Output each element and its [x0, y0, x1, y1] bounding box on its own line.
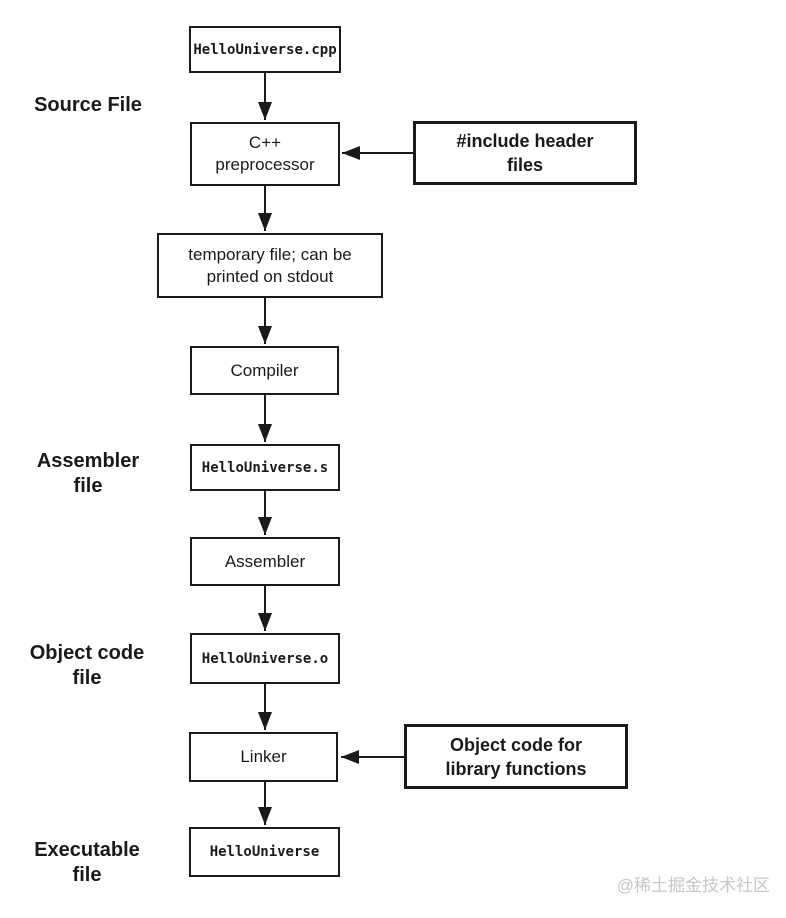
node-linker-label: Linker	[240, 747, 287, 766]
node-object-file-label: HelloUniverse.o	[201, 650, 329, 667]
node-assembler: Assembler	[190, 537, 340, 586]
node-temp-file: temporary file; can be printed on stdout	[157, 233, 383, 298]
stage-label-executable-file: Executable file	[14, 838, 160, 888]
annotation-library-objects: Object code for library functions	[404, 724, 628, 789]
node-compiler: Compiler	[190, 346, 339, 395]
stage-label-object-code-file-line2: file	[72, 667, 102, 689]
annotation-include-headers: #include header files	[413, 121, 637, 185]
stage-label-executable-file-line2: file	[72, 864, 102, 886]
stage-label-source-file: Source File	[16, 93, 160, 118]
stage-label-assembler-file: Assembler file	[16, 449, 160, 499]
node-assembly-file-label: HelloUniverse.s	[201, 459, 329, 476]
node-source-file: HelloUniverse.cpp	[189, 26, 341, 73]
stage-label-assembler-file-line2: file	[73, 475, 103, 497]
node-source-file-label: HelloUniverse.cpp	[193, 41, 337, 58]
stage-label-assembler-file-line1: Assembler	[36, 450, 140, 472]
node-executable-label: HelloUniverse	[209, 844, 320, 860]
annotation-include-headers-line2: files	[506, 155, 544, 175]
node-object-file: HelloUniverse.o	[190, 633, 340, 684]
annotation-library-objects-line1: Object code for	[449, 734, 583, 755]
node-assembler-label: Assembler	[224, 551, 306, 571]
node-temp-file-line2: printed on stdout	[206, 266, 334, 286]
node-executable: HelloUniverse	[189, 827, 340, 877]
node-linker: Linker	[189, 732, 338, 782]
annotation-library-objects-line2: library functions	[445, 758, 587, 779]
stage-label-source-file-line1: Source File	[34, 94, 142, 116]
node-preprocessor-line2: preprocessor	[215, 155, 315, 174]
node-preprocessor: C++ preprocessor	[190, 122, 340, 186]
node-assembly-file: HelloUniverse.s	[190, 444, 340, 491]
stage-label-object-code-file-line1: Object code	[29, 642, 145, 664]
annotation-include-headers-line1: #include header	[456, 131, 594, 151]
stage-label-executable-file-line1: Executable	[34, 839, 140, 861]
stage-label-object-code-file: Object code file	[14, 641, 160, 691]
node-compiler-label: Compiler	[230, 360, 299, 380]
node-temp-file-line1: temporary file; can be	[188, 244, 352, 264]
watermark-text: @稀土掘金技术社区	[616, 876, 770, 895]
node-preprocessor-line1: C++	[248, 133, 282, 152]
